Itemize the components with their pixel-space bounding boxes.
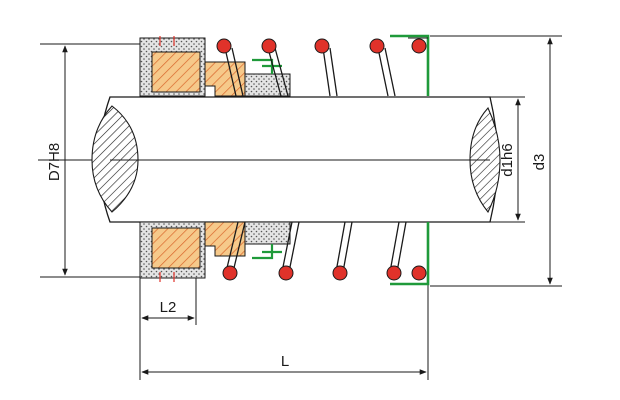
spring-lower <box>222 221 427 281</box>
dimension-lines <box>62 37 553 375</box>
rotating-face-upper <box>204 61 246 97</box>
retainer-upper <box>252 58 282 74</box>
end-cup-upper <box>390 34 430 96</box>
label-seat-length: L2 <box>160 299 177 316</box>
label-total-length: L <box>281 353 289 370</box>
retainer-lower <box>252 244 282 260</box>
seal-lower-half <box>139 221 430 286</box>
label-outer-diameter: d3 <box>531 154 548 171</box>
pin-marks-upper <box>159 36 175 46</box>
end-cup-lower <box>390 222 430 286</box>
label-bore-diameter: D7H8 <box>46 143 63 181</box>
spring-upper <box>216 38 427 97</box>
pin-marks-lower <box>159 272 175 282</box>
label-shaft-diameter: d1h6 <box>499 143 516 176</box>
stationary-seat-upper <box>151 51 201 93</box>
rotating-face-lower <box>204 221 246 257</box>
shaft <box>91 96 501 223</box>
rotating-rubber-lower <box>244 221 291 245</box>
shaft-break-left <box>91 105 139 213</box>
stationary-seat-lower <box>151 227 201 269</box>
seal-upper-half <box>139 34 430 97</box>
